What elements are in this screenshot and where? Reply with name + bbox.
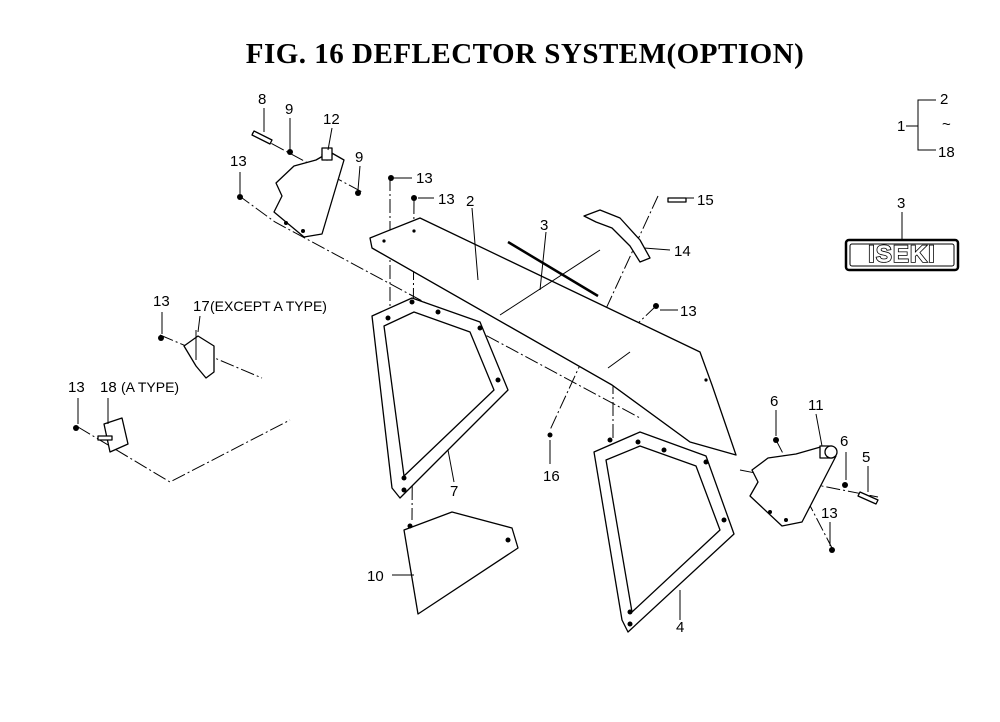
callout-12: 12 [323, 111, 340, 128]
pin-plate-part-18 [73, 417, 129, 453]
leader-lines [77, 108, 903, 620]
callout-9: 9 [285, 101, 293, 118]
legend-parent: 1 [897, 118, 905, 135]
callout-14: 14 [674, 243, 691, 260]
hinge-bracket-part-17 [158, 330, 215, 379]
parts-legend: 1 2 ~ 18 [897, 91, 955, 161]
logo-text: ISEKI [868, 241, 936, 268]
callout-13: 13 [230, 153, 247, 170]
callout-13: 13 [821, 505, 838, 522]
handle-part-14 [583, 209, 651, 263]
left-frame-part-7 [371, 297, 509, 499]
iseki-logo-decal: ISEKI [844, 238, 960, 272]
callout-2: 2 [466, 193, 474, 210]
callout-13: 13 [153, 293, 170, 310]
callout-18: 18 [100, 379, 117, 396]
legend-first: 2 [940, 91, 948, 108]
callout-15: 15 [697, 192, 714, 209]
bolt-15-and-clip-16 [547, 197, 687, 438]
bolt-8-and-nuts-9 [237, 130, 361, 200]
callout-6: 6 [840, 433, 848, 450]
lower-plate-part-10 [403, 511, 519, 615]
callout-labels: 8 9 12 9 13 13 13 2 3 15 14 3 13 13 17 1… [68, 91, 905, 636]
callout-13: 13 [438, 191, 455, 208]
callout-13: 13 [680, 303, 697, 320]
callout-3-logo: 3 [897, 195, 905, 212]
callout-3: 3 [540, 217, 548, 234]
callout-4: 4 [676, 619, 684, 636]
figure-title: FIG. 16 DEFLECTOR SYSTEM(OPTION) [245, 38, 805, 70]
legend-range-mark: ~ [942, 116, 951, 133]
right-bracket-part-11 [749, 445, 838, 527]
callout-7: 7 [450, 483, 458, 500]
callout-13: 13 [416, 170, 433, 187]
callout-16: 16 [543, 468, 560, 485]
main-deflector-plate-part-2 [369, 217, 737, 456]
callout-5: 5 [862, 449, 870, 466]
left-bracket-part-12 [273, 147, 345, 238]
note-except-a-type: (EXCEPT A TYPE) [210, 298, 327, 314]
nuts-13 [388, 175, 659, 309]
note-a-type: (A TYPE) [121, 379, 179, 395]
right-frame-part-4 [593, 431, 735, 633]
callout-13: 13 [68, 379, 85, 396]
callout-11: 11 [808, 397, 824, 414]
callout-17: 17 [193, 298, 210, 315]
callout-10: 10 [367, 568, 384, 585]
callout-9: 9 [355, 149, 363, 166]
legend-last: 18 [938, 144, 955, 161]
callout-6: 6 [770, 393, 778, 410]
callout-8: 8 [258, 91, 266, 108]
bolt-5-and-nuts-6 [773, 437, 879, 553]
